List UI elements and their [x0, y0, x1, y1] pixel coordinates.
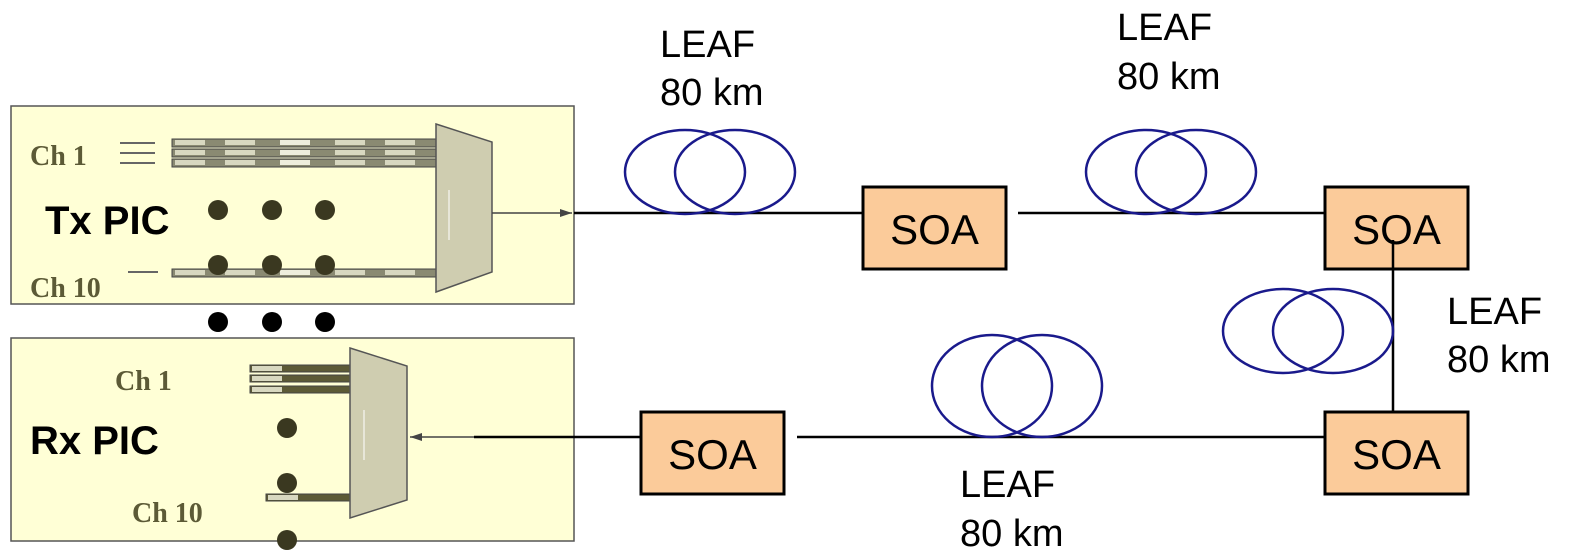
rx-ellipsis-dots: [277, 418, 297, 550]
span-label-2-name: LEAF: [1117, 7, 1212, 49]
span-label-4-name: LEAF: [960, 464, 1055, 506]
span-label-3-length: 80 km: [1447, 339, 1550, 381]
tx-pic-label: Tx PIC: [45, 199, 169, 243]
span-label-1-name: LEAF: [660, 24, 755, 66]
tx-ch-first-label: Ch 1: [30, 141, 87, 172]
tx-waveguide-bottom: [128, 268, 438, 278]
soa-amplifier-4: SOA: [639, 410, 786, 496]
span-label-1-length: 80 km: [660, 72, 763, 114]
soa-label-1: SOA: [890, 206, 979, 253]
rx-waveguide-bottom: [265, 493, 351, 502]
soa-label-2: SOA: [1352, 206, 1441, 253]
pic-separator-dots: [208, 312, 335, 332]
fiber-coil-1: [623, 128, 797, 216]
tx-ch-last-label: Ch 10: [30, 273, 101, 304]
span-label-2-length: 80 km: [1117, 56, 1220, 98]
rx-pic: Rx PIC Ch 1 Ch 10: [10, 337, 575, 550]
fiber-coil-3: [1221, 287, 1395, 375]
soa-amplifier-2: SOA: [1323, 185, 1470, 271]
fiber-coil-4: [930, 333, 1104, 439]
span-label-2: LEAF 80 km: [1117, 7, 1220, 98]
tx-waveguides-top: [120, 138, 438, 168]
tx-ellipsis-dots: [208, 200, 335, 275]
span-label-4: LEAF 80 km: [960, 464, 1063, 555]
rx-pic-label: Rx PIC: [30, 419, 159, 463]
rx-demultiplexer: [349, 346, 408, 520]
span-label-1: LEAF 80 km: [660, 24, 763, 114]
soa-label-4: SOA: [668, 431, 757, 478]
rx-waveguides-top: [249, 364, 351, 394]
tx-multiplexer: [435, 122, 493, 294]
rx-ch-last-label: Ch 10: [132, 498, 203, 529]
span-label-3-name: LEAF: [1447, 291, 1542, 333]
tx-pic: Tx PIC Ch 1 Ch 10: [10, 105, 575, 305]
soa-amplifier-3: SOA: [1323, 410, 1470, 496]
span-label-3: LEAF 80 km: [1447, 291, 1550, 381]
fiber-coil-2: [1084, 128, 1258, 216]
soa-label-3: SOA: [1352, 431, 1441, 478]
span-label-4-length: 80 km: [960, 513, 1063, 555]
soa-amplifier-1: SOA: [861, 185, 1008, 271]
rx-ch-first-label: Ch 1: [115, 366, 172, 397]
